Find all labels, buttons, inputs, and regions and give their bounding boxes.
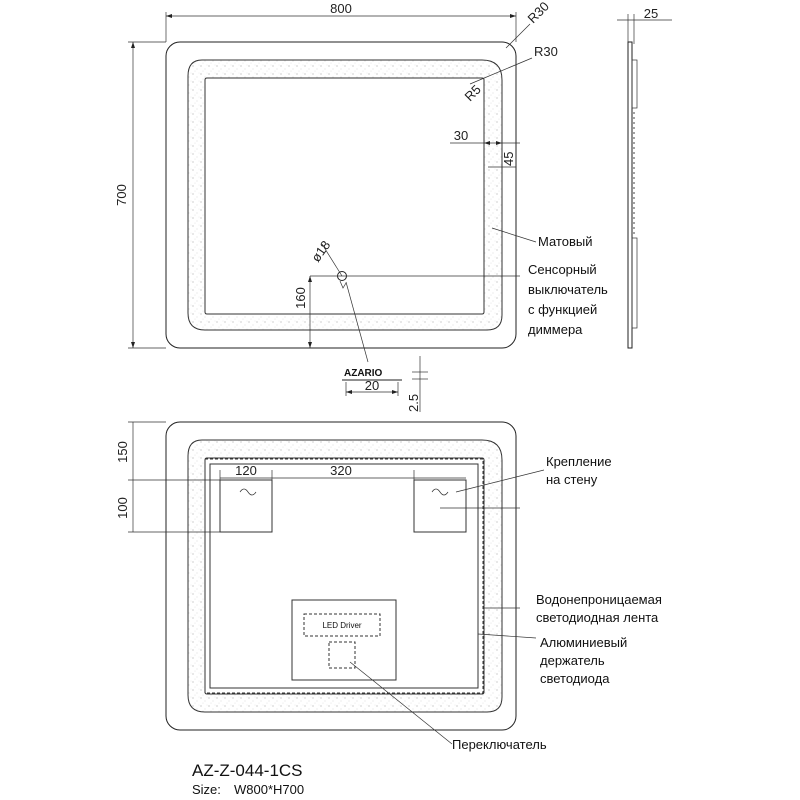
dim-depth-label: 25 xyxy=(644,6,658,21)
callout-mount-line-1: Крепление xyxy=(546,454,612,469)
dim-mount-spacing-label: 320 xyxy=(330,463,352,478)
front-view xyxy=(165,41,517,349)
switch-arrow-icon xyxy=(339,280,347,289)
dim-frame: 30 45 xyxy=(450,128,520,170)
led-driver-label: LED Driver xyxy=(322,621,361,630)
dim-radius-mid-label: R30 xyxy=(534,44,558,59)
callout-holder-line-2: держатель xyxy=(540,653,605,668)
led-driver-box xyxy=(303,613,381,637)
callout-mount-line-2: на стену xyxy=(546,472,598,487)
callout-switch-line-1: Сенсорный xyxy=(528,262,597,277)
back-callouts: Крепление на стену Водонепроницаемая све… xyxy=(349,454,662,752)
dim-height: 700 xyxy=(114,41,166,349)
switch-box xyxy=(328,641,356,669)
dim-width-label: 800 xyxy=(330,1,352,16)
model-info: AZ-Z-044-1CS Size: W800*H700 xyxy=(192,761,304,797)
dim-switch-height-label: 160 xyxy=(293,287,308,309)
callout-strip-line-1: Водонепроницаемая xyxy=(536,592,662,607)
dim-height-label: 700 xyxy=(114,184,129,206)
mount-bracket-right xyxy=(413,479,467,533)
callout-switch-line-4: диммера xyxy=(528,322,583,337)
logo-detail: AZARIO 20 2.5 xyxy=(342,281,428,412)
callout-switch: Сенсорный выключатель с функцией диммера xyxy=(528,262,608,337)
hook-icon xyxy=(431,488,449,496)
callout-matte: Матовый xyxy=(491,227,592,249)
mount-bracket-left xyxy=(219,479,273,533)
hook-icon xyxy=(239,488,257,496)
dim-frame-edge-label: 45 xyxy=(501,152,516,166)
side-bracket-bottom xyxy=(631,237,638,329)
dim-switch-diameter-label: ø18 xyxy=(308,238,333,265)
driver-box xyxy=(291,599,397,681)
back-outer-outline xyxy=(165,421,517,731)
callout-holder-line-3: светодиода xyxy=(540,671,610,686)
callout-matte-label: Матовый xyxy=(538,234,592,249)
size-value: W800*H700 xyxy=(234,782,304,797)
logo-text: AZARIO xyxy=(344,368,383,379)
callout-switch-line-3: с функцией xyxy=(528,302,597,317)
callout-strip-line-2: светодиодная лента xyxy=(536,610,659,625)
back-view: LED Driver xyxy=(165,421,517,731)
side-glass xyxy=(627,41,633,349)
dim-mount-side-label: 120 xyxy=(235,463,257,478)
dim-radius-outer-label: R30 xyxy=(525,0,552,26)
dim-mount-height-label: 100 xyxy=(115,497,130,519)
dim-width: 800 xyxy=(165,1,517,42)
side-view: 25 xyxy=(617,6,672,349)
dim-radii: R30 R30 R5 xyxy=(462,0,558,104)
back-dims: 150 100 120 320 xyxy=(115,421,466,533)
dim-logo-thickness-label: 2.5 xyxy=(406,394,421,412)
size-label: Size: xyxy=(192,782,221,797)
model-number: AZ-Z-044-1CS xyxy=(192,761,303,780)
dim-logo-width-label: 20 xyxy=(365,378,379,393)
mirror-outer-outline xyxy=(165,41,517,349)
matte-frame-band xyxy=(187,59,503,331)
callout-switch-line-2: выключатель xyxy=(528,282,608,297)
dim-radius-inner-label: R5 xyxy=(462,82,484,104)
aluminium-holder-outline xyxy=(209,463,479,689)
callout-holder-line-1: Алюминиевый xyxy=(540,635,627,650)
dim-frame-side-label: 30 xyxy=(454,128,468,143)
side-bracket-top xyxy=(631,59,638,109)
dim-top-offset-label: 150 xyxy=(115,441,130,463)
led-strip-path xyxy=(204,458,484,694)
callout-switch-back-label: Переключатель xyxy=(452,737,547,752)
